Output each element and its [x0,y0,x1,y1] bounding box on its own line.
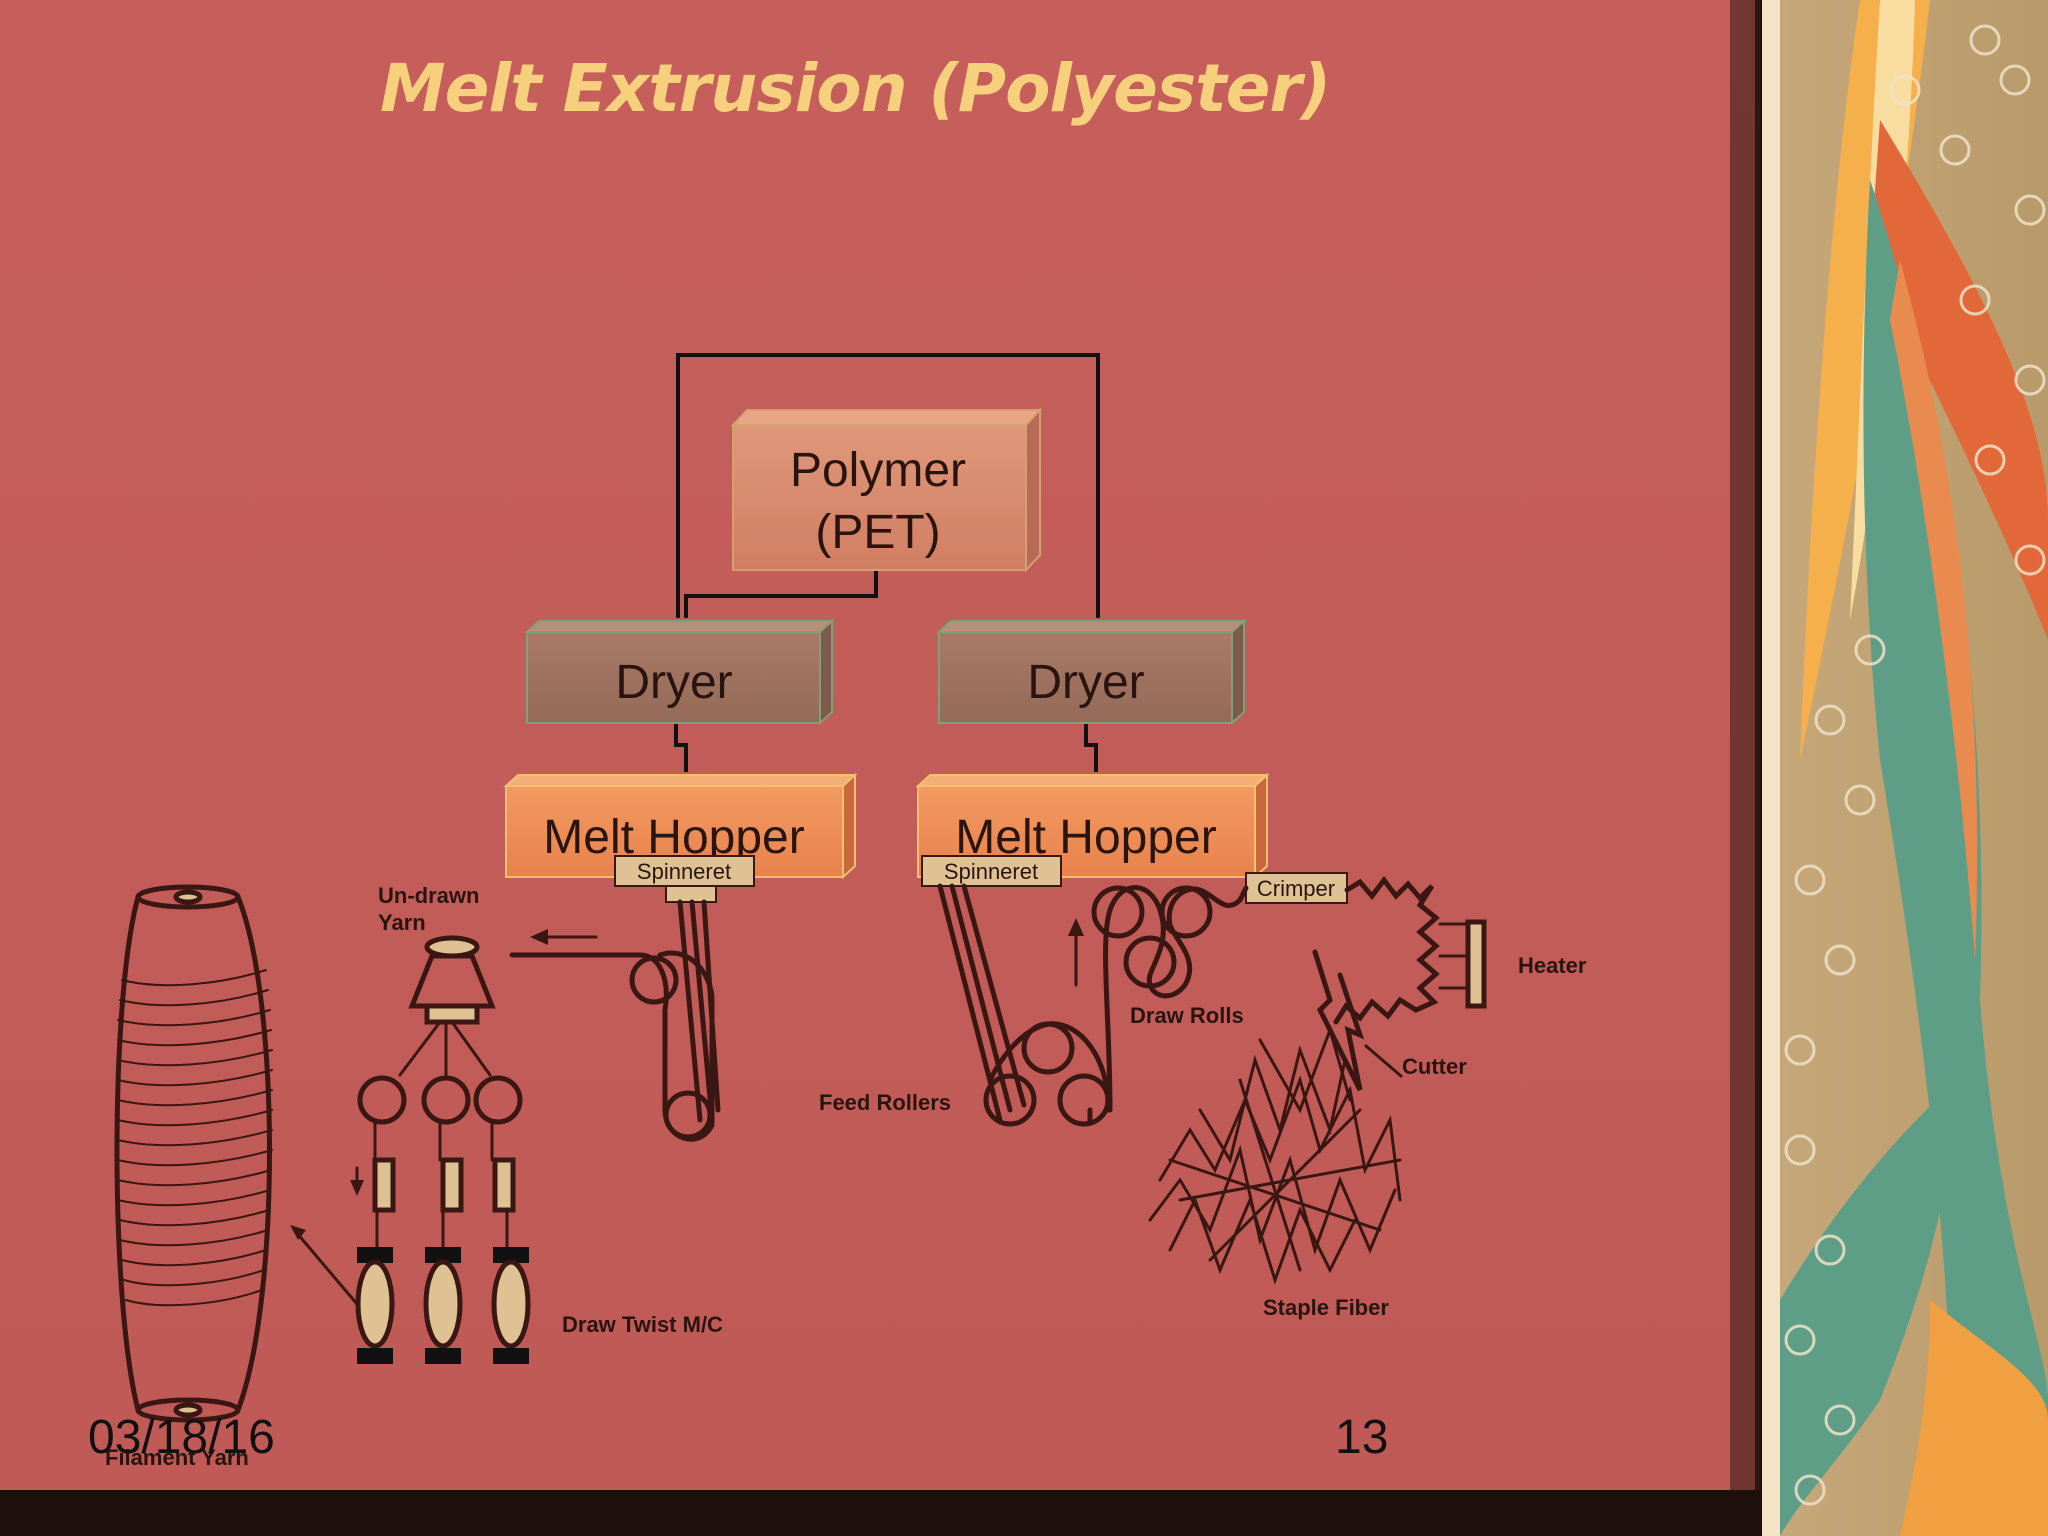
frame-bottom [0,1490,1762,1536]
slide-background [0,0,1755,1490]
crimper-label: Crimper [1257,876,1335,901]
draw-rolls-label: Draw Rolls [1130,1003,1244,1028]
slide-title: Melt Extrusion (Polyester) [380,50,1331,127]
heater-label: Heater [1518,953,1587,978]
dryer-right-label: Dryer [1027,656,1144,709]
hopper-left-box [503,772,858,880]
staple-fiber-label: Staple Fiber [1263,1295,1389,1320]
dryer-right-box [936,618,1247,726]
decorative-panel [1762,0,2048,1536]
polymer-box [730,407,1043,573]
undrawn-yarn-label-line1: Un-drawn [378,883,479,908]
tags [614,855,1348,904]
hopper-right-box [915,772,1270,880]
frame-shadow [1730,0,1760,1490]
machinery-art [114,875,1487,1423]
cutter-label: Cutter [1402,1054,1467,1079]
filament-yarn-label: Filament Yarn [105,1445,249,1470]
dryer-left-box [524,618,835,726]
spinneret-right-label: Spinneret [944,859,1038,884]
page-number: 13 [1335,1411,1389,1464]
flow-lines [674,353,1100,772]
slide-date: 03/18/16 [88,1411,275,1464]
feed-rollers-label: Feed Rollers [819,1090,951,1115]
undrawn-yarn-label-line2: Yarn [378,910,426,935]
dryer-left-label: Dryer [615,656,732,709]
polymer-label-line2: (PET) [815,506,940,559]
spinneret-left-label: Spinneret [637,859,731,884]
draw-twist-label: Draw Twist M/C [562,1312,723,1337]
polymer-label-line1: Polymer [790,444,966,497]
